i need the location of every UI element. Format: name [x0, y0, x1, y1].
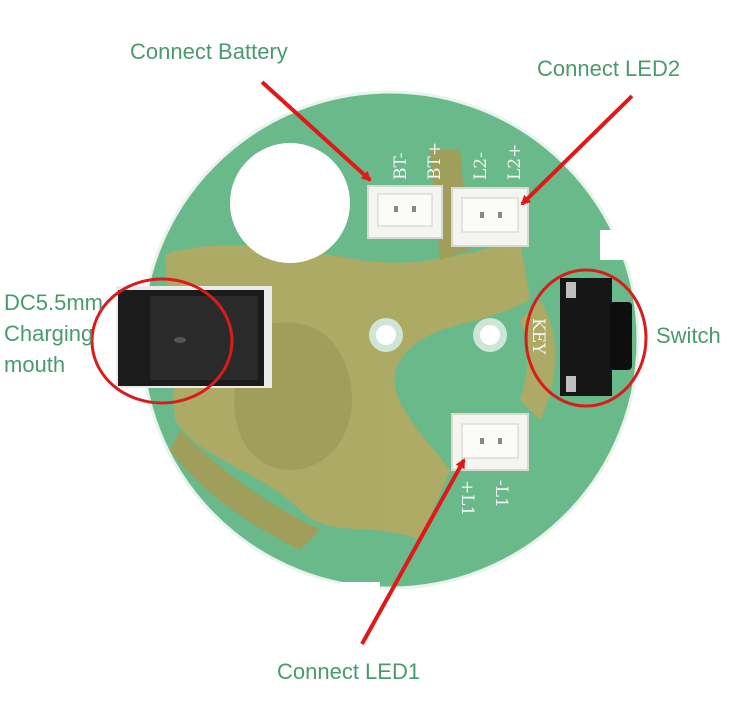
- silk-bt-plus: BT+: [425, 142, 445, 180]
- label-dc-charging: DC5.5mm Charging mouth: [4, 287, 103, 380]
- silk-l1-plus: +L1: [457, 480, 477, 516]
- silk-key: KEY: [528, 318, 548, 355]
- silk-l1-minus: -L1: [491, 480, 511, 508]
- dc-jack-icon: [116, 286, 272, 388]
- label-connect-battery: Connect Battery: [130, 39, 288, 64]
- silk-bt-minus: BT-: [391, 153, 411, 180]
- jst-connector-battery: [367, 185, 443, 239]
- label-dc-line2: Charging: [4, 321, 94, 346]
- label-connect-led1: Connect LED1: [277, 659, 421, 684]
- highlight-circle-dc: [90, 277, 234, 405]
- silk-l2-minus: L2-: [471, 152, 491, 180]
- arrow-battery: [260, 80, 372, 182]
- arrow-led1: [360, 458, 466, 645]
- label-dc-line1: DC5.5mm: [4, 290, 104, 315]
- highlight-circle-switch: [524, 268, 648, 408]
- arrow-led2: [520, 94, 634, 206]
- jst-connector-led2: [451, 187, 529, 247]
- label-dc-line3: mouth: [4, 352, 66, 377]
- label-connect-led2: Connect LED2: [537, 56, 681, 81]
- mounting-hole: [230, 143, 350, 263]
- silk-l2-plus: L2+: [505, 144, 525, 180]
- label-switch: Switch: [656, 323, 721, 348]
- tactile-switch-icon: [560, 278, 632, 396]
